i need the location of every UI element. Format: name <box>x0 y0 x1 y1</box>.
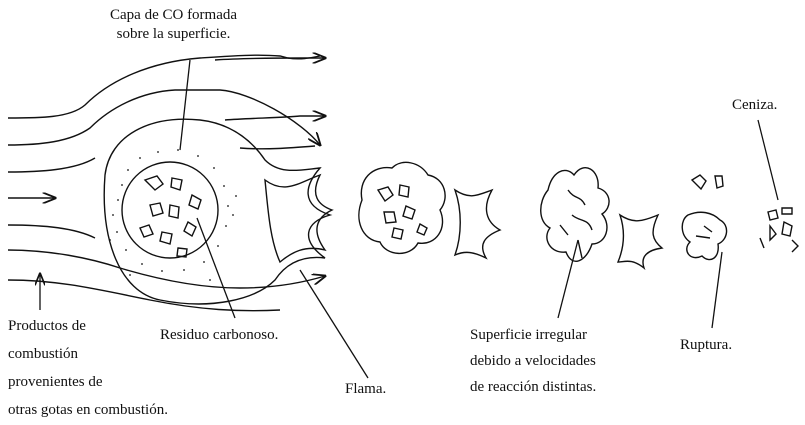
streamline-7 <box>8 280 280 311</box>
streamline-top-right-2 <box>240 146 315 149</box>
pointer-rupture <box>712 252 722 328</box>
pointer-ash <box>758 120 778 200</box>
label-irregular-line1: Superficie irregular <box>470 322 596 348</box>
particle-stage-3 <box>541 168 662 268</box>
ash-fragments <box>760 208 798 252</box>
pointer-co-layer <box>180 60 190 150</box>
label-products-line1: Productos de <box>8 312 168 340</box>
label-rupture: Ruptura. <box>680 336 732 355</box>
label-products-line4: otras gotas en combustión. <box>8 396 168 424</box>
streamline-upper <box>215 58 325 60</box>
pointer-flame <box>300 270 368 378</box>
label-co-layer: Capa de CO formada sobre la superficie. <box>110 6 237 44</box>
label-products-line2: combustión <box>8 340 168 368</box>
flow-streamlines <box>8 55 325 311</box>
label-co-layer-line2: sobre la superficie. <box>110 25 237 44</box>
droplet <box>109 149 237 281</box>
streamline-top-right <box>225 116 325 120</box>
label-irregular-line3: de reacción distintas. <box>470 374 596 400</box>
streamline-5 <box>8 225 95 238</box>
label-products: Productos de combustión provenientes de … <box>8 312 168 424</box>
particle-stage-2 <box>359 162 500 258</box>
label-irregular-surface: Superficie irregular debido a velocidade… <box>470 322 596 400</box>
streamline-3 <box>8 158 95 172</box>
label-irregular-line2: debido a velocidades <box>470 348 596 374</box>
particle-rupture <box>682 175 726 260</box>
label-carbon-residue: Residuo carbonoso. <box>160 326 278 345</box>
label-flame: Flama. <box>345 380 386 399</box>
label-co-layer-line1: Capa de CO formada <box>110 6 237 25</box>
label-ash: Ceniza. <box>732 96 777 115</box>
label-products-line3: provenientes de <box>8 368 168 396</box>
